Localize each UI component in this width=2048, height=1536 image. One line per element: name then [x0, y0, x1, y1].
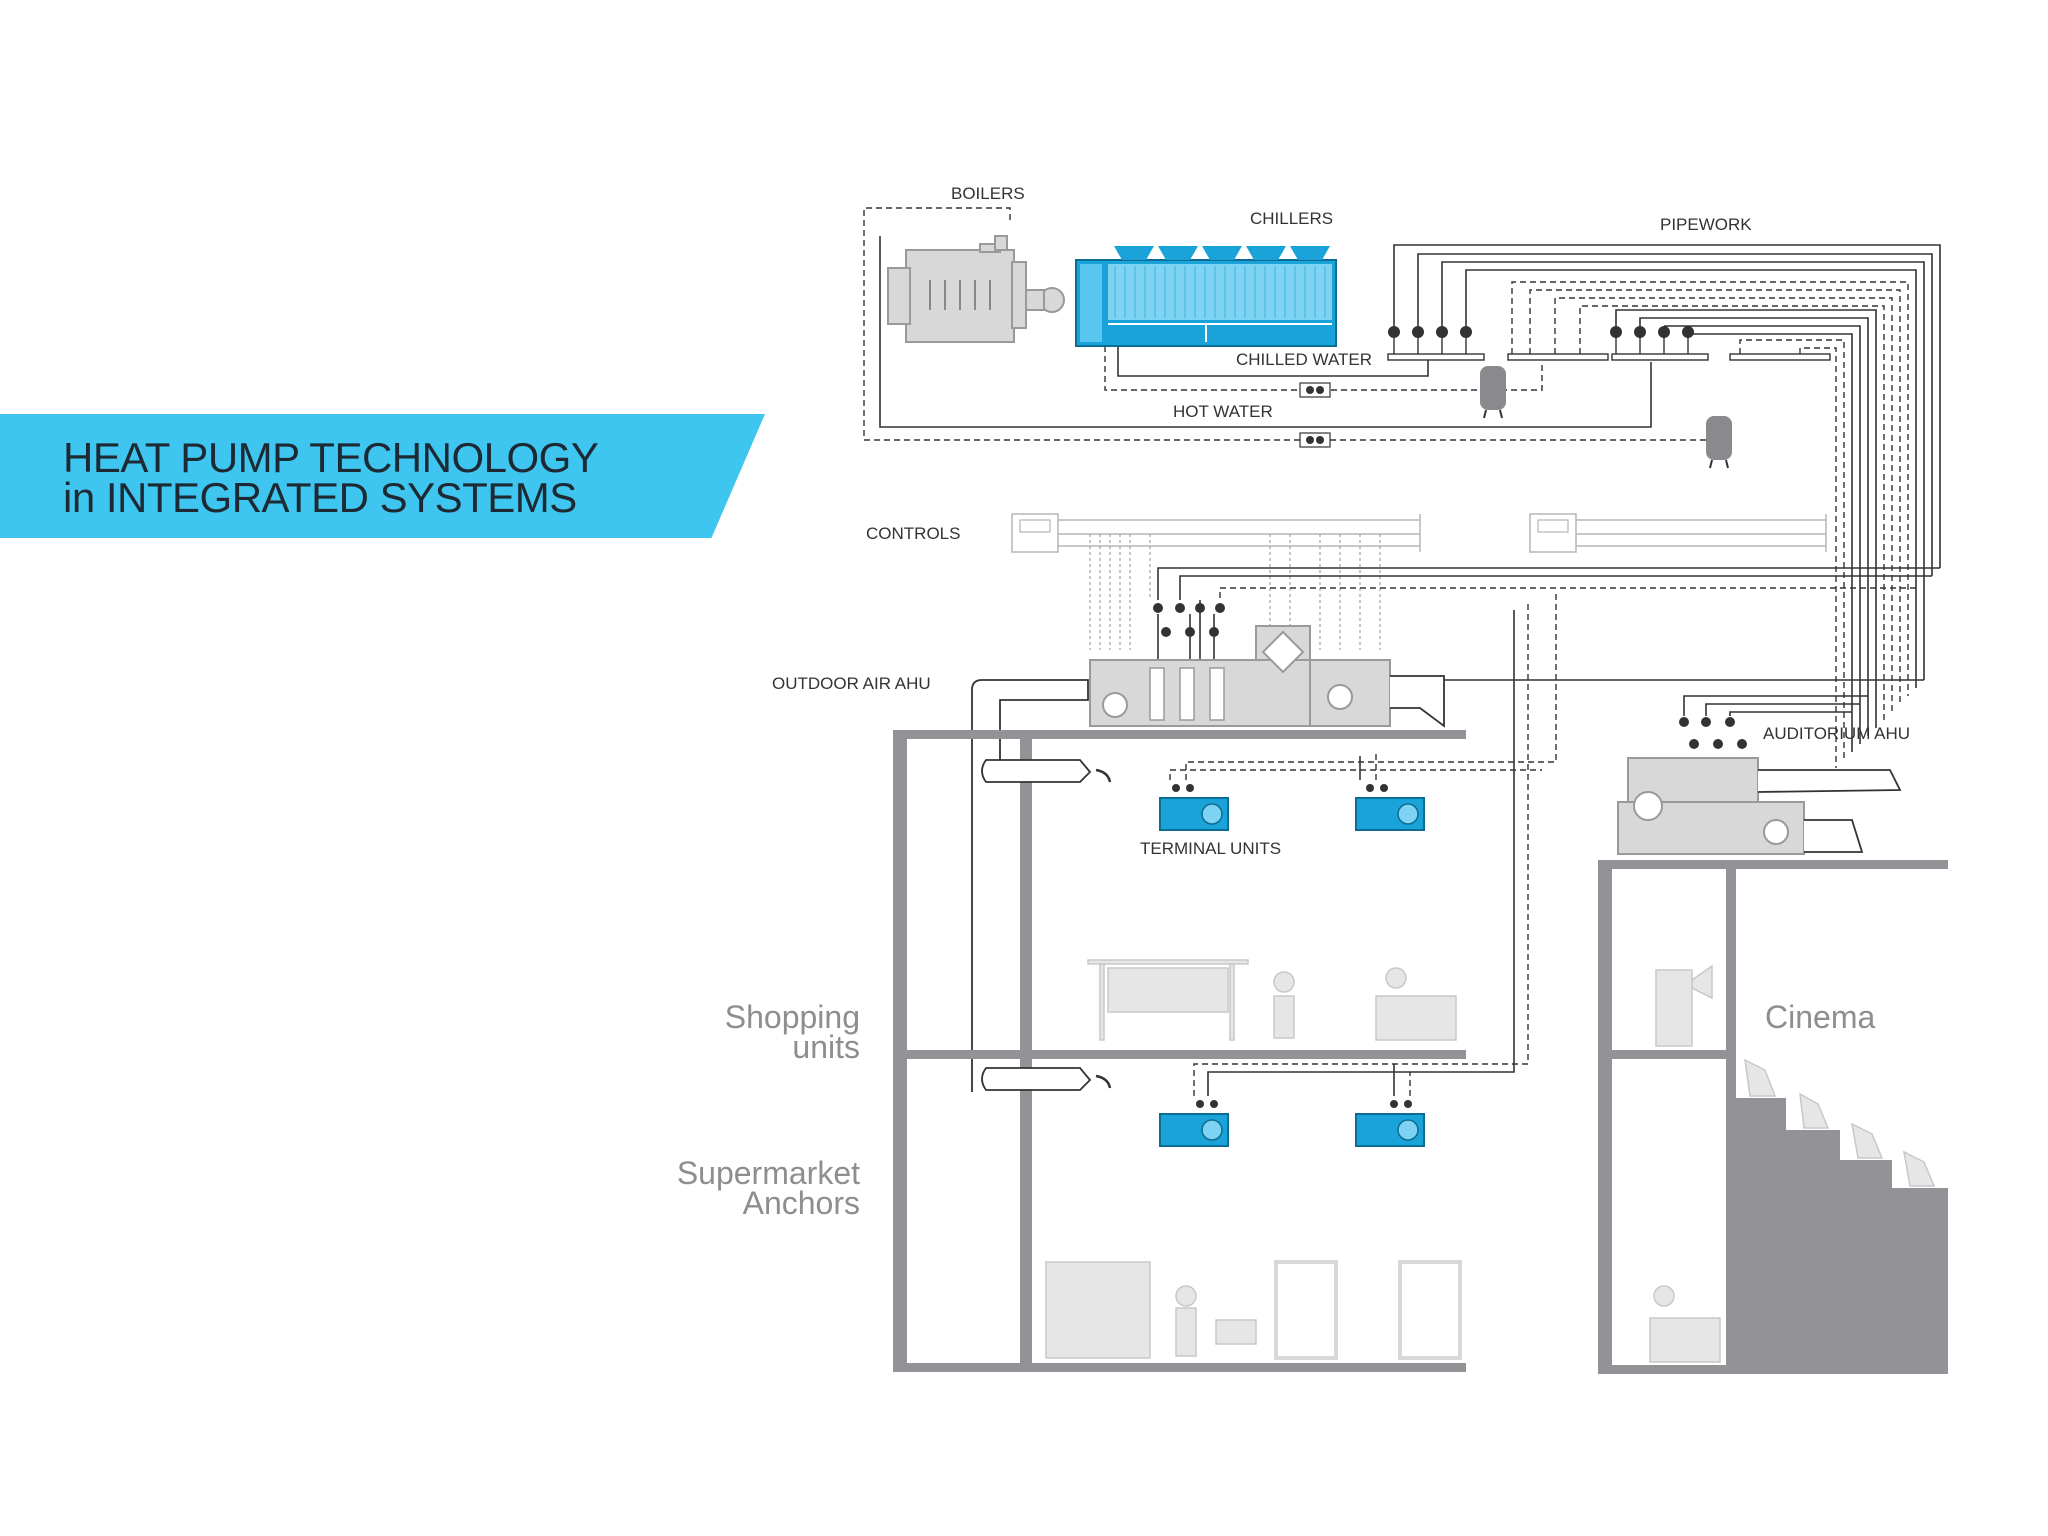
chilled-water-dashed: [1104, 346, 1543, 391]
auditorium-ahu-label: AUDITORIUM AHU: [1763, 724, 1910, 743]
auditorium-ahu-icon: [1617, 757, 1902, 855]
terminal-units-label: TERMINAL UNITS: [1140, 839, 1281, 858]
pipework-risers: [1393, 244, 1941, 768]
cinema-label: Cinema: [1765, 999, 1875, 1035]
cinema-building: [1598, 860, 1948, 1374]
controls-label: CONTROLS: [866, 524, 960, 543]
pipework-label: PIPEWORK: [1660, 215, 1752, 234]
plant-room: [863, 207, 1941, 768]
hot-water-dashed: [1310, 420, 1727, 441]
terminal-unit-icon: [1159, 784, 1425, 1147]
boiler-icon: [887, 235, 1065, 343]
shopping-building: [893, 730, 1466, 1372]
outdoor-air-ahu-label: OUTDOOR AIR AHU: [772, 674, 931, 693]
chiller-icon: [1075, 246, 1337, 347]
shopping-units-label-2: units: [792, 1029, 860, 1065]
shopping-units-label-1: Shopping: [725, 999, 860, 1035]
title-line-2: in INTEGRATED SYSTEMS: [63, 474, 577, 521]
chilled-water-label: CHILLED WATER: [1236, 350, 1372, 369]
auditorium-ahu-pipework: [1679, 695, 1868, 749]
chilled-water-pipe: [1117, 346, 1429, 377]
title-banner: [0, 414, 765, 538]
terminal-units-pipework: [1169, 590, 1557, 1096]
pipework-headers: [1387, 326, 1831, 361]
controls-panel: [1011, 513, 1827, 650]
hot-water-pipe: [879, 236, 1652, 428]
page-title: HEAT PUMP TECHNOLOGY in INTEGRATED SYSTE…: [63, 434, 599, 521]
supermarket-label-1: Supermarket: [677, 1155, 860, 1191]
hot-water-label: HOT WATER: [1173, 402, 1273, 421]
chillers-label: CHILLERS: [1250, 209, 1333, 228]
supermarket-label-2: Anchors: [743, 1185, 860, 1221]
outdoor-air-ahu-icon: [971, 625, 1445, 1092]
title-line-1: HEAT PUMP TECHNOLOGY: [63, 434, 599, 481]
pump-icon: [1299, 382, 1331, 448]
boilers-label: BOILERS: [951, 184, 1025, 203]
expansion-vessel-icon: [1480, 366, 1732, 469]
